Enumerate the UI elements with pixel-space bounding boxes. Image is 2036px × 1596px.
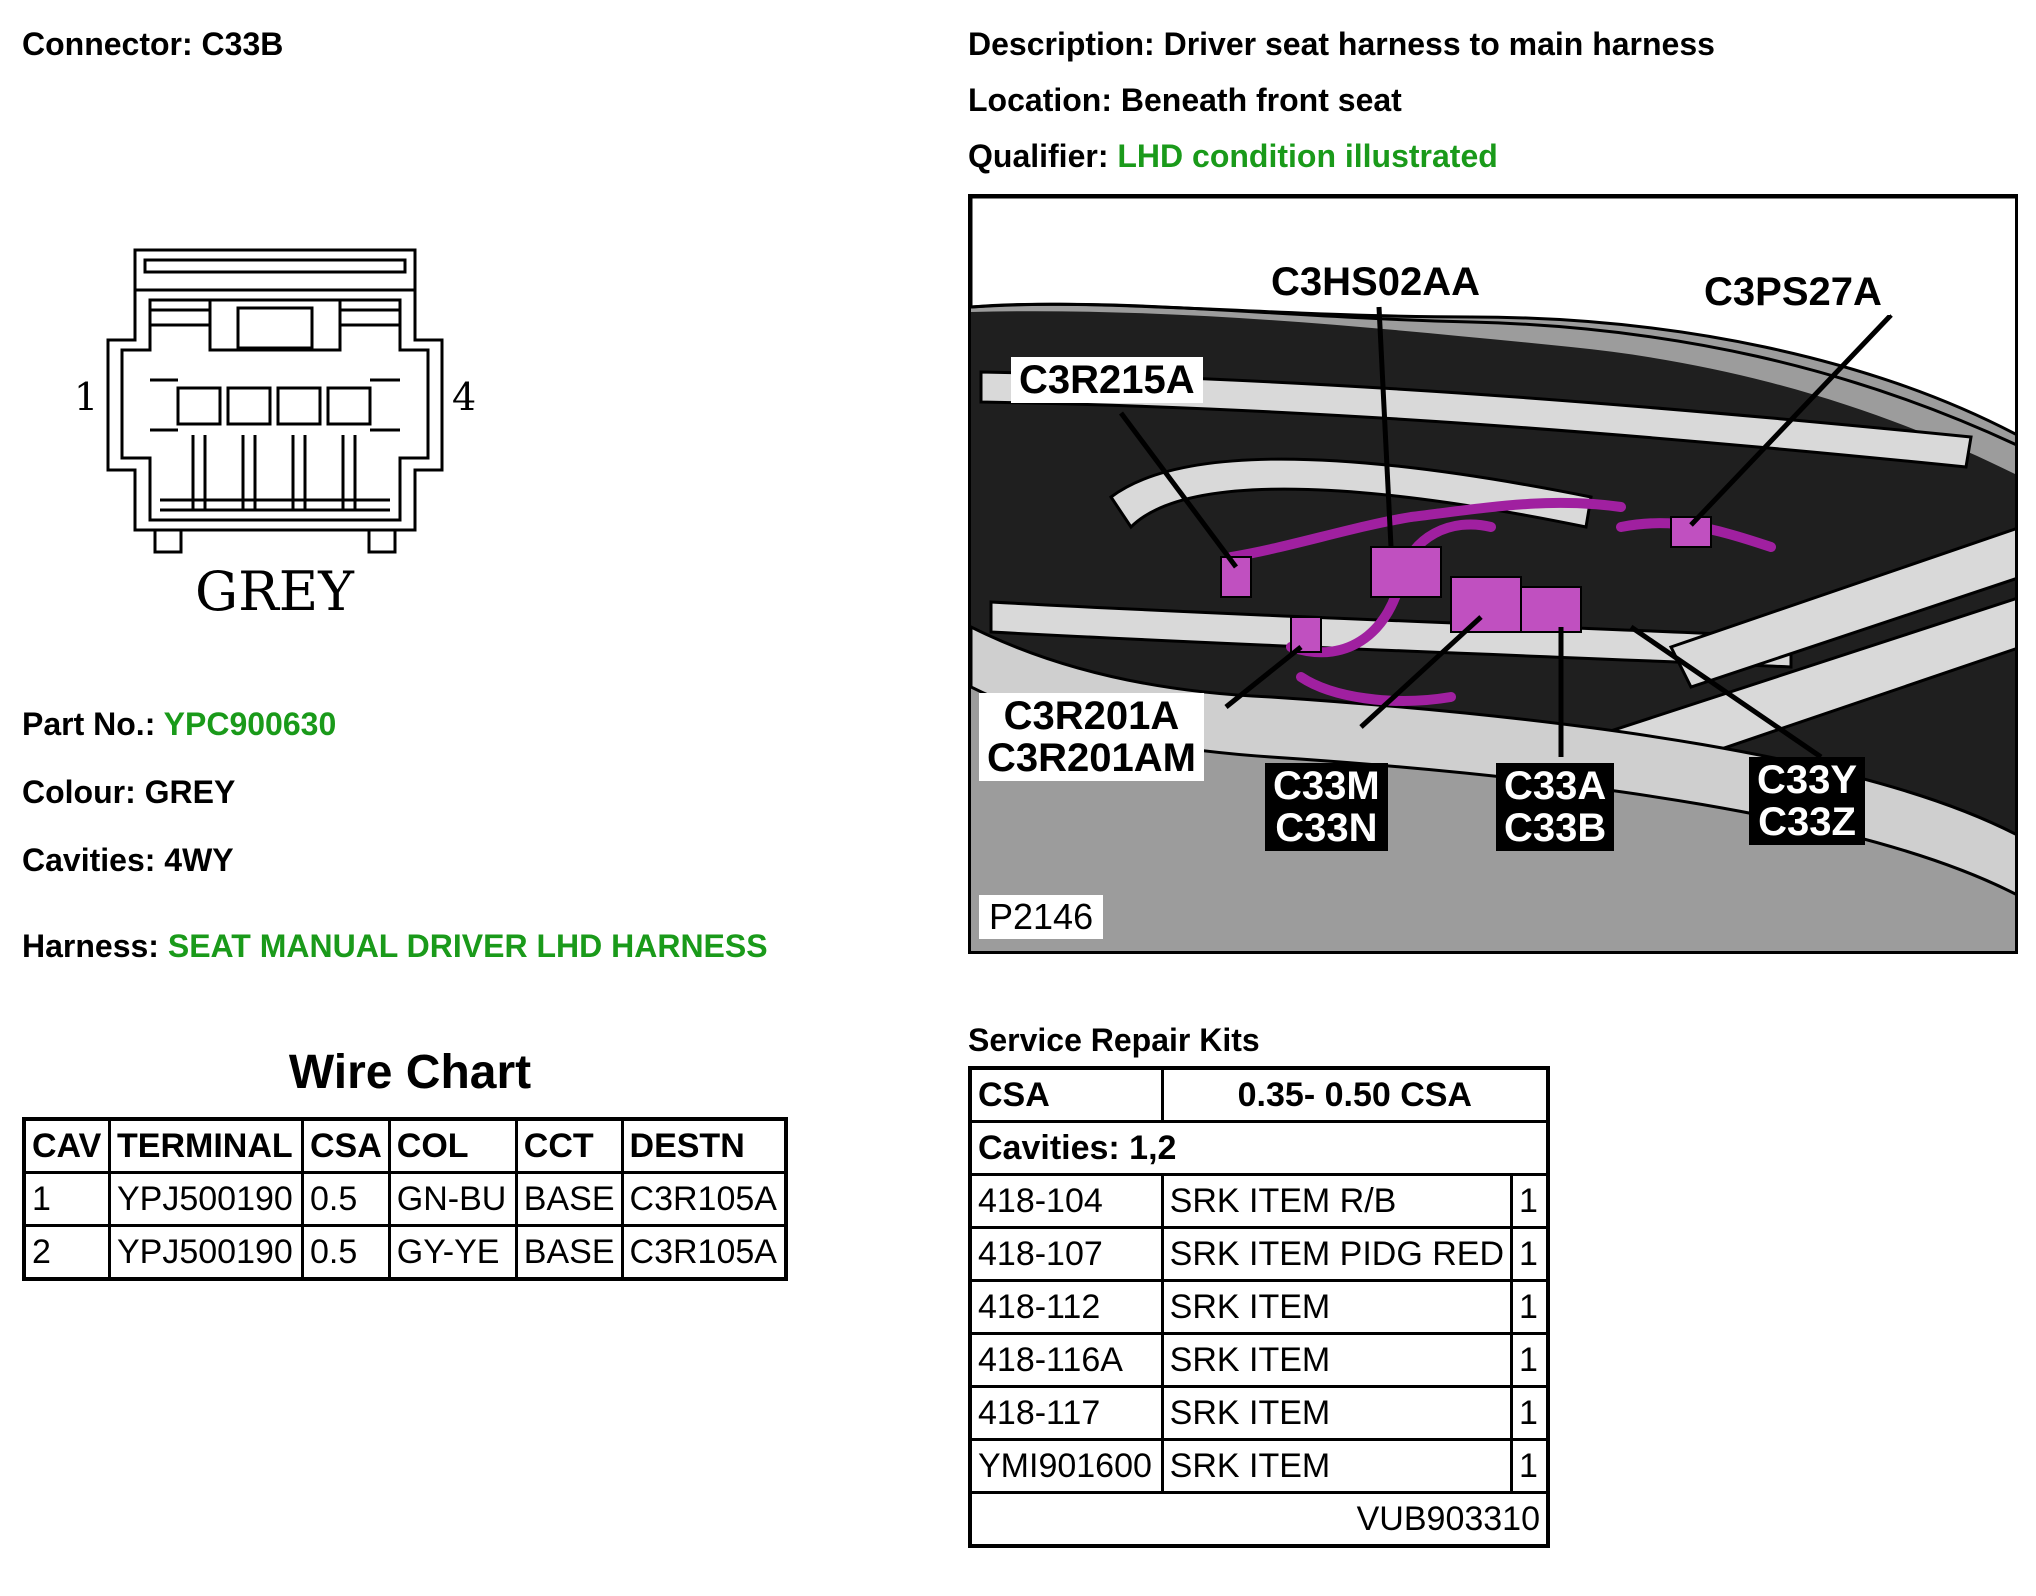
cell-col: GY-YE	[387, 1224, 518, 1281]
wire-chart-table: CAV TERMINAL CSA COL CCT DESTN 1 YPJ5001…	[22, 1117, 788, 1281]
kit-description: SRK ITEM	[1160, 1332, 1514, 1388]
callout-c33z: C33Z	[1758, 800, 1856, 844]
callout-c3ps27a: C3PS27A	[1696, 269, 1890, 315]
callout-c3r201a-line1: C3R201A	[1003, 694, 1180, 738]
kit-part-no: 418-116A	[968, 1332, 1164, 1388]
location-illustration: C3HS02AA C3PS27A C3R215A C3R201A C3R201A…	[968, 194, 2018, 954]
table-row: YMI901600 SRK ITEM 1	[968, 1438, 1550, 1494]
qualifier-value: LHD condition illustrated	[1117, 138, 1498, 174]
pin-4-label: 4	[452, 375, 477, 419]
header-destn: DESTN	[620, 1117, 788, 1174]
callout-c3r201a: C3R201A C3R201AM	[979, 693, 1204, 781]
cell-col: GN-BU	[387, 1171, 518, 1227]
callout-c33n: C33N	[1275, 806, 1378, 850]
description-value: Driver seat harness to main harness	[1163, 26, 1715, 62]
kits-footer-row: VUB903310	[968, 1491, 1550, 1548]
cell-cct: BASE	[514, 1224, 624, 1281]
callout-c33m: C33M	[1273, 764, 1380, 808]
part-no-value: YPC900630	[163, 706, 337, 742]
service-repair-kits-title: Service Repair Kits	[968, 1022, 1260, 1058]
location-field: Location: Beneath front seat	[968, 82, 1402, 118]
description-field: Description: Driver seat harness to main…	[968, 26, 1715, 62]
kit-qty: 1	[1509, 1173, 1550, 1229]
cell-csa: 0.5	[301, 1224, 391, 1281]
kit-description: SRK ITEM R/B	[1160, 1173, 1514, 1229]
connector-value: C33B	[201, 26, 284, 62]
cell-terminal: YPJ500190	[108, 1171, 304, 1227]
cell-terminal: YPJ500190	[108, 1224, 304, 1281]
kits-csa-label: CSA	[968, 1066, 1164, 1123]
header-col: COL	[387, 1117, 518, 1174]
cell-csa: 0.5	[301, 1171, 391, 1227]
kit-qty: 1	[1509, 1332, 1550, 1388]
kits-cavities: Cavities: 1,2	[968, 1120, 1550, 1176]
photo-reference: P2146	[979, 895, 1104, 939]
table-row: 2 YPJ500190 0.5 GY-YE BASE C3R105A	[22, 1224, 788, 1281]
callout-c33a-c33b: C33A C33B	[1496, 763, 1615, 851]
cell-cav: 2	[22, 1224, 111, 1281]
part-no-field: Part No.: YPC900630	[22, 706, 337, 742]
kit-description: SRK ITEM PIDG RED	[1160, 1226, 1514, 1282]
cell-destn: C3R105A	[620, 1171, 788, 1227]
cell-destn: C3R105A	[620, 1224, 788, 1281]
connector-outline	[106, 248, 444, 554]
kit-part-no: 418-117	[968, 1385, 1164, 1441]
kit-part-no: 418-107	[968, 1226, 1164, 1282]
kit-qty: 1	[1509, 1438, 1550, 1494]
colour-field: Colour: GREY	[22, 774, 236, 810]
harness-field: Harness: SEAT MANUAL DRIVER LHD HARNESS	[22, 928, 768, 964]
kit-description: SRK ITEM	[1160, 1438, 1514, 1494]
kit-qty: 1	[1509, 1279, 1550, 1335]
callout-c3r215a: C3R215A	[1011, 357, 1203, 403]
wire-chart-title: Wire Chart	[288, 1046, 532, 1099]
kits-footer-code: VUB903310	[968, 1491, 1550, 1548]
cell-cav: 1	[22, 1171, 111, 1227]
qualifier-field: Qualifier: LHD condition illustrated	[968, 138, 1498, 174]
table-row: 418-116A SRK ITEM 1	[968, 1332, 1550, 1388]
cell-cct: BASE	[514, 1171, 624, 1227]
callout-c33a: C33A	[1504, 764, 1607, 808]
table-row: 418-117 SRK ITEM 1	[968, 1385, 1550, 1441]
table-row: 1 YPJ500190 0.5 GN-BU BASE C3R105A	[22, 1171, 788, 1227]
kit-description: SRK ITEM	[1160, 1279, 1514, 1335]
header-cct: CCT	[514, 1117, 624, 1174]
pin-1-label: 1	[74, 375, 99, 419]
header-csa: CSA	[301, 1117, 391, 1174]
callout-c3r201am-line2: C3R201AM	[987, 736, 1196, 780]
callout-c33b: C33B	[1504, 806, 1607, 850]
kit-description: SRK ITEM	[1160, 1385, 1514, 1441]
kit-part-no: 418-112	[968, 1279, 1164, 1335]
kits-csa-value: 0.35- 0.50 CSA	[1160, 1066, 1550, 1123]
kit-qty: 1	[1509, 1385, 1550, 1441]
location-value: Beneath front seat	[1120, 82, 1402, 118]
connector-field: Connector: C33B	[22, 26, 284, 62]
kits-cavities-row: Cavities: 1,2	[968, 1120, 1550, 1176]
kit-qty: 1	[1509, 1226, 1550, 1282]
kits-csa-row: CSA 0.35- 0.50 CSA	[968, 1066, 1550, 1123]
service-repair-kits-table: CSA 0.35- 0.50 CSA Cavities: 1,2 418-104…	[968, 1066, 1550, 1548]
kit-part-no: YMI901600	[968, 1438, 1164, 1494]
cavities-value: 4WY	[164, 842, 234, 878]
wire-chart-header-row: CAV TERMINAL CSA COL CCT DESTN	[22, 1117, 788, 1174]
table-row: 418-104 SRK ITEM R/B 1	[968, 1173, 1550, 1229]
header-terminal: TERMINAL	[108, 1117, 304, 1174]
face-colour-label: GREY	[195, 560, 354, 623]
callout-c33y-c33z: C33Y C33Z	[1749, 757, 1866, 845]
callout-c33m-c33n: C33M C33N	[1265, 763, 1388, 851]
table-row: 418-112 SRK ITEM 1	[968, 1279, 1550, 1335]
colour-value: GREY	[144, 774, 236, 810]
harness-value: SEAT MANUAL DRIVER LHD HARNESS	[167, 928, 768, 964]
cavities-field: Cavities: 4WY	[22, 842, 234, 878]
header-cav: CAV	[22, 1117, 111, 1174]
table-row: 418-107 SRK ITEM PIDG RED 1	[968, 1226, 1550, 1282]
connector-face-diagram: 1 4 GREY	[60, 230, 500, 650]
callout-c3hs02aa: C3HS02AA	[1263, 259, 1488, 305]
callout-c33y: C33Y	[1757, 758, 1858, 802]
kit-part-no: 418-104	[968, 1173, 1164, 1229]
